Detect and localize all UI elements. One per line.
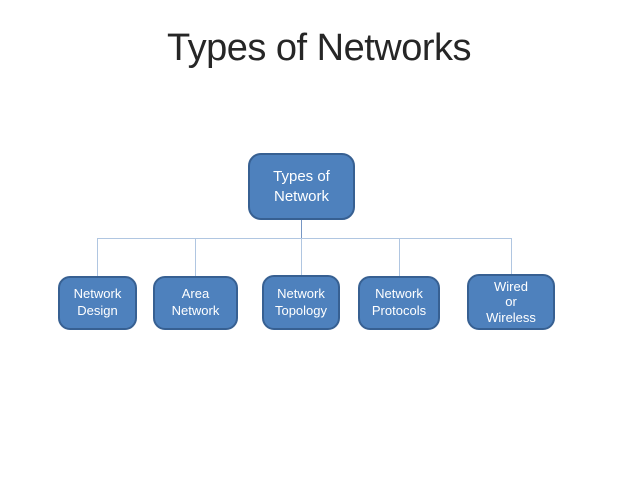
connector-drop-network-protocols [399, 239, 400, 276]
connector-drop-network-design [97, 239, 98, 276]
node-network-protocols: Network Protocols [358, 276, 440, 330]
connector-drop-network-topology [301, 239, 302, 275]
connector-horizontal-bar [97, 238, 512, 239]
node-network-design: Network Design [58, 276, 137, 330]
connector-root-stub [301, 220, 302, 239]
connector-drop-wired-or-wireless [511, 239, 512, 274]
slide-title: Types of Networks [166, 27, 472, 69]
node-wired-or-wireless: Wired or Wireless [467, 274, 555, 330]
node-network-topology: Network Topology [262, 275, 340, 330]
connector-drop-area-network [195, 239, 196, 276]
node-area-network: Area Network [153, 276, 238, 330]
node-types-of-network: Types of Network [248, 153, 355, 220]
